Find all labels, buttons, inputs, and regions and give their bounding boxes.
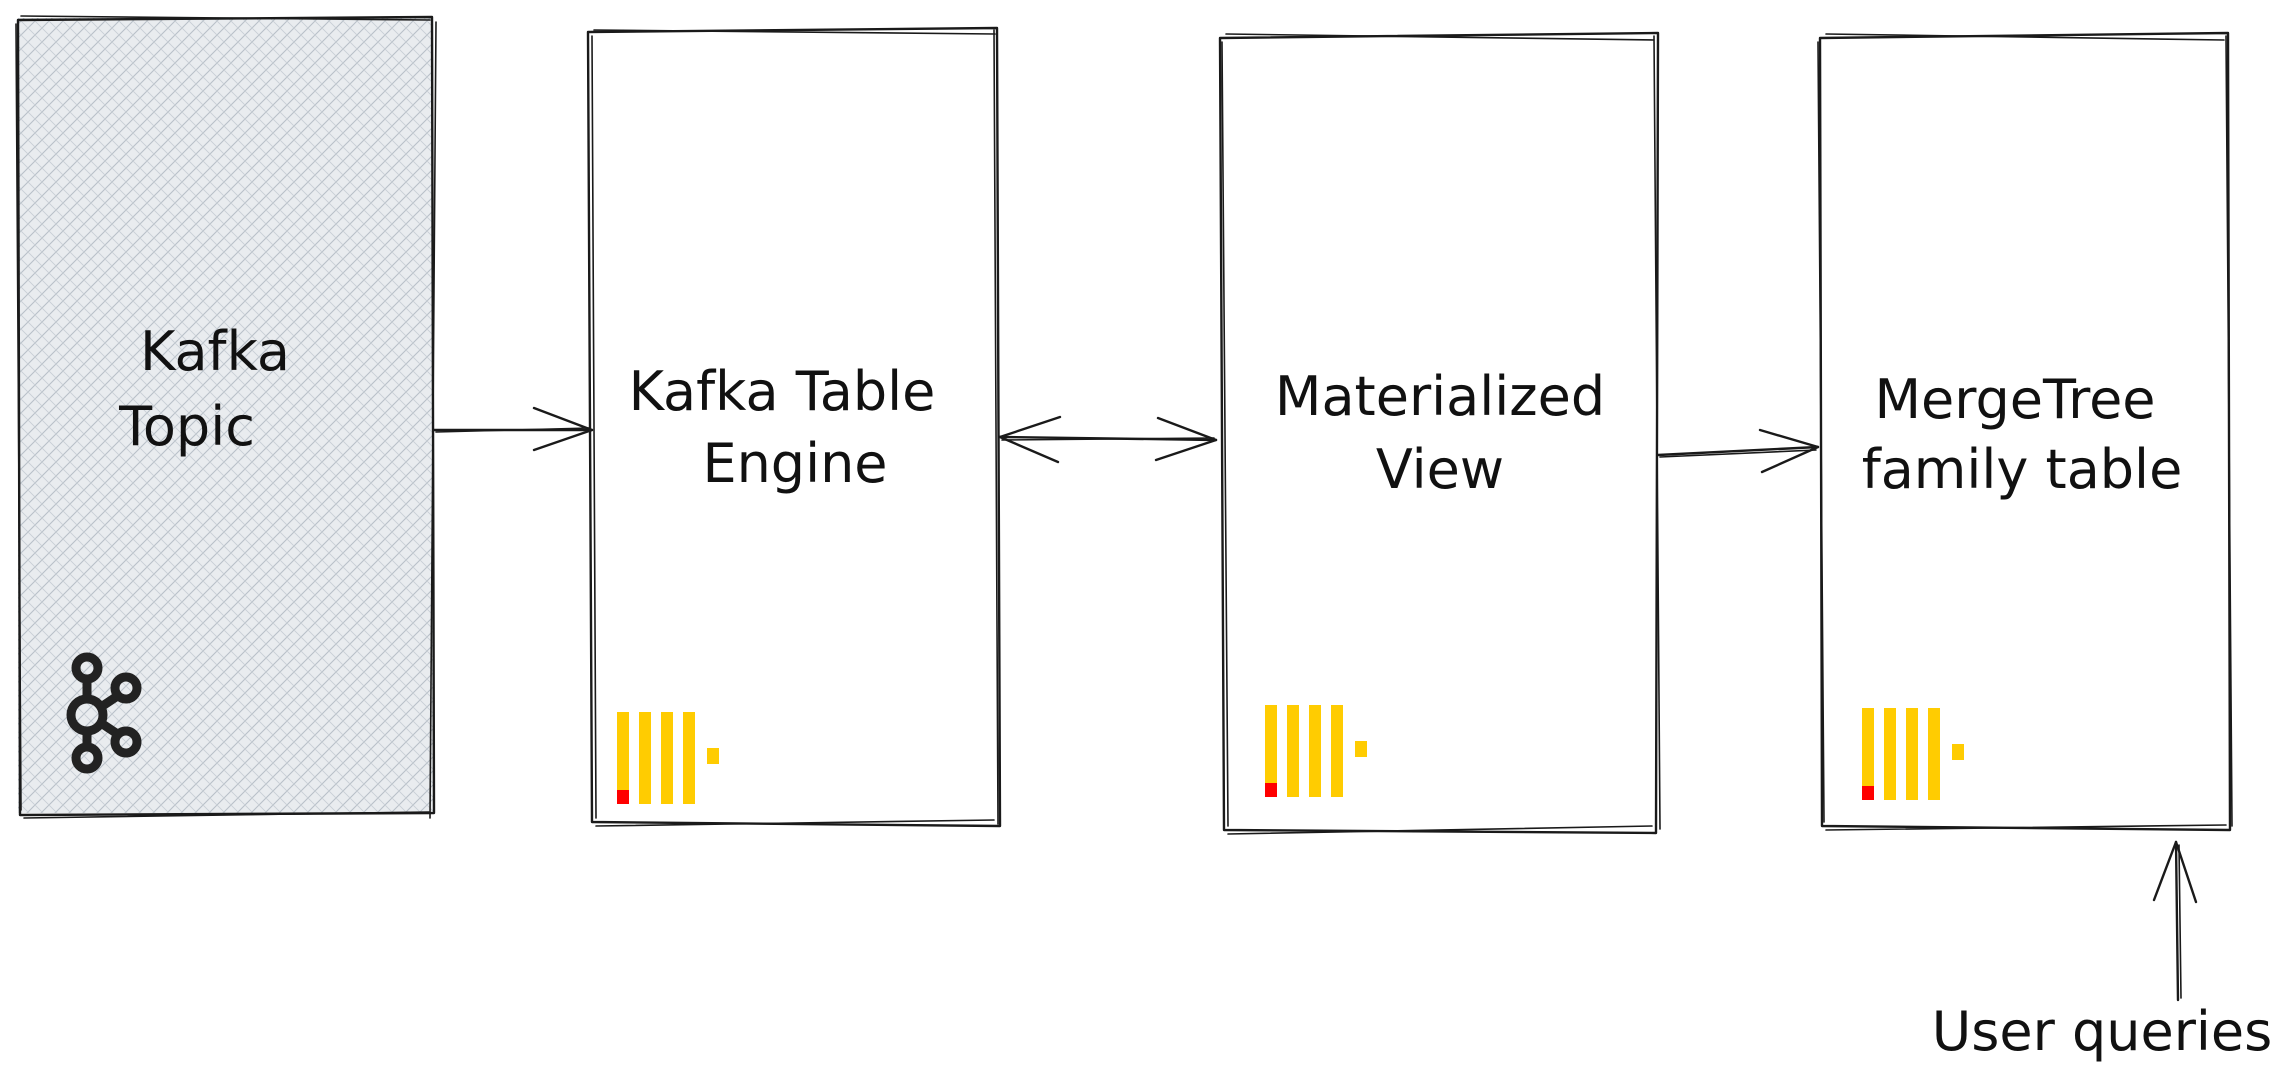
node-kafka-table-engine: Kafka Table Engine	[586, 26, 1002, 828]
clickhouse-icon	[617, 712, 719, 804]
kafka-topic-label-line-1: Kafka	[140, 320, 290, 383]
materialized-view-label-line-1: Materialized	[1275, 365, 1605, 428]
clickhouse-icon	[1862, 708, 1964, 800]
mergetree-table-label-line-2: family table	[1862, 438, 2183, 501]
materialized-view-label-line-2: View	[1376, 438, 1504, 501]
user-queries-label: User queries	[1932, 1000, 2273, 1063]
kafka-table-engine-label-line-2: Engine	[702, 432, 887, 495]
node-kafka-topic: Kafka Topic	[15, 15, 437, 819]
arrow-kafka-topic-to-engine	[432, 406, 594, 452]
node-mergetree-table: MergeTree family table	[1817, 31, 2233, 832]
node-materialized-view: Materialized View	[1218, 31, 1661, 835]
kafka-topic-label-line-2: Topic	[118, 395, 255, 458]
kafka-icon	[66, 652, 142, 774]
arrow-materialized-view-to-mergetree	[1656, 428, 1820, 474]
kafka-table-engine-label-line-1: Kafka Table	[629, 360, 936, 423]
clickhouse-icon	[1265, 705, 1367, 797]
arrow-user-queries-to-mergetree	[2152, 840, 2198, 1002]
arrow-engine-materialized-view	[998, 415, 1218, 464]
mergetree-table-label-line-1: MergeTree	[1874, 368, 2155, 431]
